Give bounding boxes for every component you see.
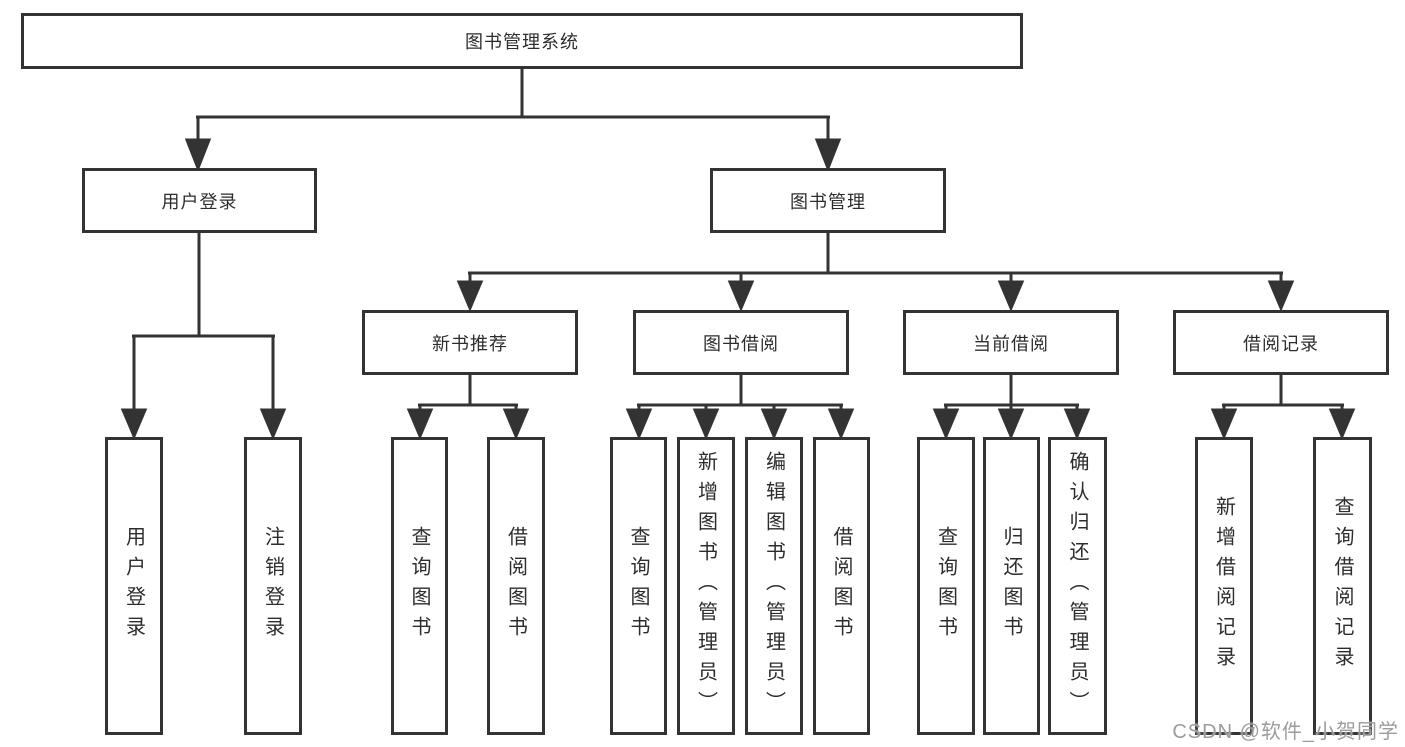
- node-book-borrowing: 图书借阅: [633, 310, 849, 375]
- arrow-down-icon: [814, 138, 842, 173]
- node-borrowing-records-label: 借阅记录: [1243, 333, 1319, 354]
- node-book-management-label: 图书管理: [790, 191, 866, 212]
- arrow-down-icon: [692, 408, 720, 440]
- node-new-book-recommendation: 新书推荐: [362, 310, 578, 375]
- csdn-watermark: CSDN @软件_小贺同学: [1172, 721, 1399, 743]
- arrow-down-icon: [120, 408, 148, 440]
- connector-current-borrowing-to-leaves: [932, 375, 1091, 440]
- arrow-down-icon: [1267, 280, 1295, 312]
- leaf-borrow-books-borrowing: 借阅图书: [813, 437, 870, 735]
- leaf-logout-login-label: 注销登录: [261, 526, 284, 646]
- leaf-add-borrow-record: 新增借阅记录: [1195, 437, 1253, 735]
- leaf-add-book-admin: 新增图书（管理员）: [677, 437, 735, 735]
- leaf-borrow-books-borrowing-label: 借阅图书: [830, 526, 852, 646]
- arrow-down-icon: [456, 280, 484, 312]
- leaf-query-books-borrowing-label: 查询图书: [627, 526, 649, 646]
- connector-book-borrowing-to-leaves: [625, 375, 855, 440]
- connector-borrowing-records-to-leaves: [1210, 375, 1356, 440]
- connector-book-management-to-level3: [456, 233, 1295, 312]
- leaf-query-books-recommend-label: 查询图书: [408, 526, 430, 646]
- node-root: 图书管理系统: [21, 13, 1023, 69]
- connector-user-login-to-leaves: [120, 233, 287, 440]
- node-current-borrowing: 当前借阅: [903, 310, 1119, 375]
- node-new-book-recommendation-label: 新书推荐: [432, 333, 508, 354]
- arrow-down-icon: [184, 138, 212, 173]
- leaf-query-books-current-label: 查询图书: [934, 526, 957, 646]
- node-user-login-label: 用户登录: [161, 191, 238, 212]
- leaf-add-borrow-record-label: 新增借阅记录: [1212, 496, 1235, 676]
- arrow-down-icon: [406, 408, 434, 440]
- arrow-down-icon: [997, 408, 1025, 440]
- leaf-borrow-books-recommend-label: 借阅图书: [504, 526, 527, 646]
- leaf-query-books-borrowing: 查询图书: [610, 437, 667, 735]
- leaf-query-borrow-record: 查询借阅记录: [1313, 437, 1372, 735]
- leaf-user-login: 用户登录: [105, 437, 163, 735]
- arrow-down-icon: [502, 408, 530, 440]
- leaf-query-books-current: 查询图书: [917, 437, 975, 735]
- leaf-edit-book-admin: 编辑图书（管理员）: [745, 437, 803, 735]
- node-current-borrowing-label: 当前借阅: [973, 333, 1049, 354]
- arrow-down-icon: [1210, 408, 1238, 440]
- connector-new-book-to-leaves: [406, 375, 530, 440]
- arrow-down-icon: [727, 280, 755, 312]
- arrow-down-icon: [997, 280, 1025, 312]
- leaf-query-books-recommend: 查询图书: [391, 437, 448, 735]
- leaf-logout-login: 注销登录: [244, 437, 302, 735]
- arrow-down-icon: [932, 408, 960, 440]
- node-user-login: 用户登录: [82, 168, 317, 233]
- node-root-label: 图书管理系统: [465, 32, 579, 52]
- leaf-confirm-return-admin: 确认归还（管理员）: [1048, 437, 1107, 735]
- node-borrowing-records: 借阅记录: [1173, 310, 1389, 375]
- arrow-down-icon: [1063, 408, 1091, 440]
- leaf-query-borrow-record-label: 查询借阅记录: [1331, 496, 1353, 676]
- arrow-down-icon: [827, 408, 855, 440]
- node-book-borrowing-label: 图书借阅: [703, 333, 779, 354]
- arrow-down-icon: [625, 408, 653, 440]
- leaf-borrow-books-recommend: 借阅图书: [487, 437, 545, 735]
- leaf-add-book-admin-label: 新增图书（管理员）: [694, 451, 717, 721]
- leaf-user-login-label: 用户登录: [122, 526, 145, 646]
- leaf-return-book-label: 归还图书: [1000, 526, 1022, 646]
- connector-root-to-level2: [184, 68, 842, 173]
- arrow-down-icon: [760, 408, 788, 440]
- leaf-return-book: 归还图书: [983, 437, 1040, 735]
- arrow-down-icon: [1328, 408, 1356, 440]
- leaf-confirm-return-admin-label: 确认归还（管理员）: [1066, 451, 1088, 721]
- node-book-management: 图书管理: [710, 168, 946, 233]
- leaf-edit-book-admin-label: 编辑图书（管理员）: [762, 451, 785, 721]
- arrow-down-icon: [259, 408, 287, 440]
